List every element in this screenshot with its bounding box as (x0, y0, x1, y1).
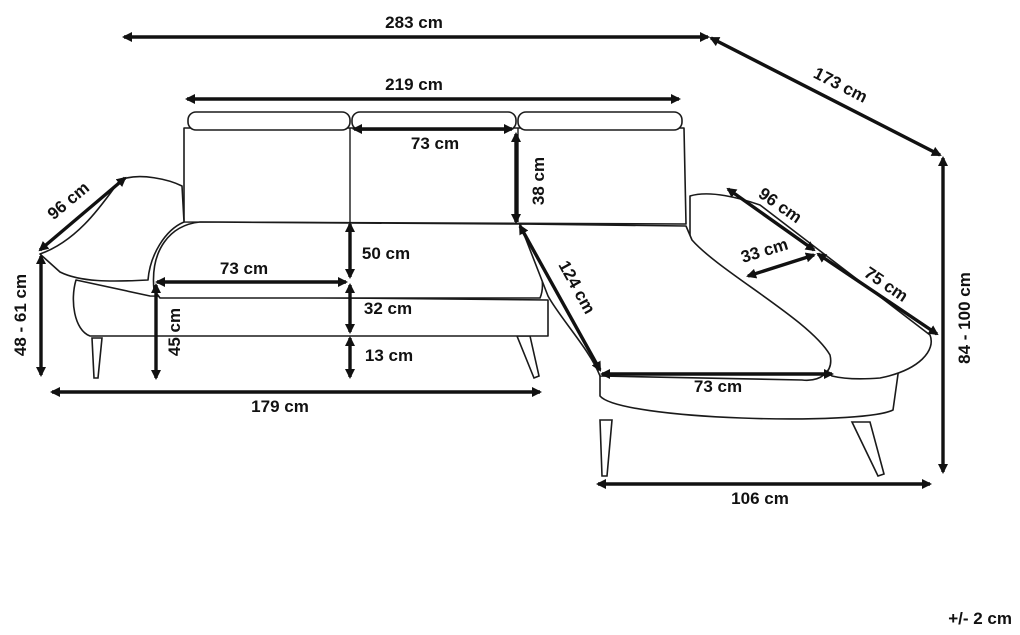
dimension-labels: 283 cm 173 cm 219 cm 73 cm 38 cm 96 cm 5… (11, 13, 974, 508)
label-leg-height: 13 cm (365, 346, 413, 365)
label-seat-back-height: 50 cm (362, 244, 410, 263)
label-arm-height: 48 - 61 cm (11, 274, 30, 356)
label-seat-height: 45 cm (165, 308, 184, 356)
label-chaise-seat-width: 73 cm (694, 377, 742, 396)
label-seat-width: 73 cm (220, 259, 268, 278)
label-seat-cushion-height: 32 cm (364, 299, 412, 318)
headrest-right (517, 111, 683, 131)
label-total-width: 283 cm (385, 13, 443, 32)
label-chaise-width: 106 cm (731, 489, 789, 508)
dim-line-chaise-length (518, 224, 602, 372)
label-sofa-length: 179 cm (251, 397, 309, 416)
leg-chaise-left (599, 419, 613, 477)
label-total-height: 84 - 100 cm (955, 272, 974, 364)
label-backrest-width: 219 cm (385, 75, 443, 94)
dim-line-right-arm-rest (816, 252, 939, 336)
label-headrest-width: 73 cm (411, 134, 459, 153)
headrest-left (187, 111, 351, 131)
label-headrest-height: 38 cm (529, 157, 548, 205)
seat-cushion (152, 221, 544, 299)
dim-line-right-arm-length (726, 187, 816, 252)
leg-chaise-right (850, 421, 885, 477)
leg-left-front (91, 337, 103, 379)
leg-center-front (515, 335, 540, 380)
dim-line-chaise-depth-total (709, 36, 942, 157)
dimension-lines (36, 32, 948, 489)
dim-line-left-arm-length (38, 176, 127, 252)
dim-line-right-arm-width (746, 252, 816, 279)
label-chaise-depth-total: 173 cm (810, 64, 870, 107)
sofa-outline (39, 111, 932, 477)
tolerance-note: +/- 2 cm (948, 609, 1012, 628)
label-left-arm-length: 96 cm (44, 178, 93, 224)
